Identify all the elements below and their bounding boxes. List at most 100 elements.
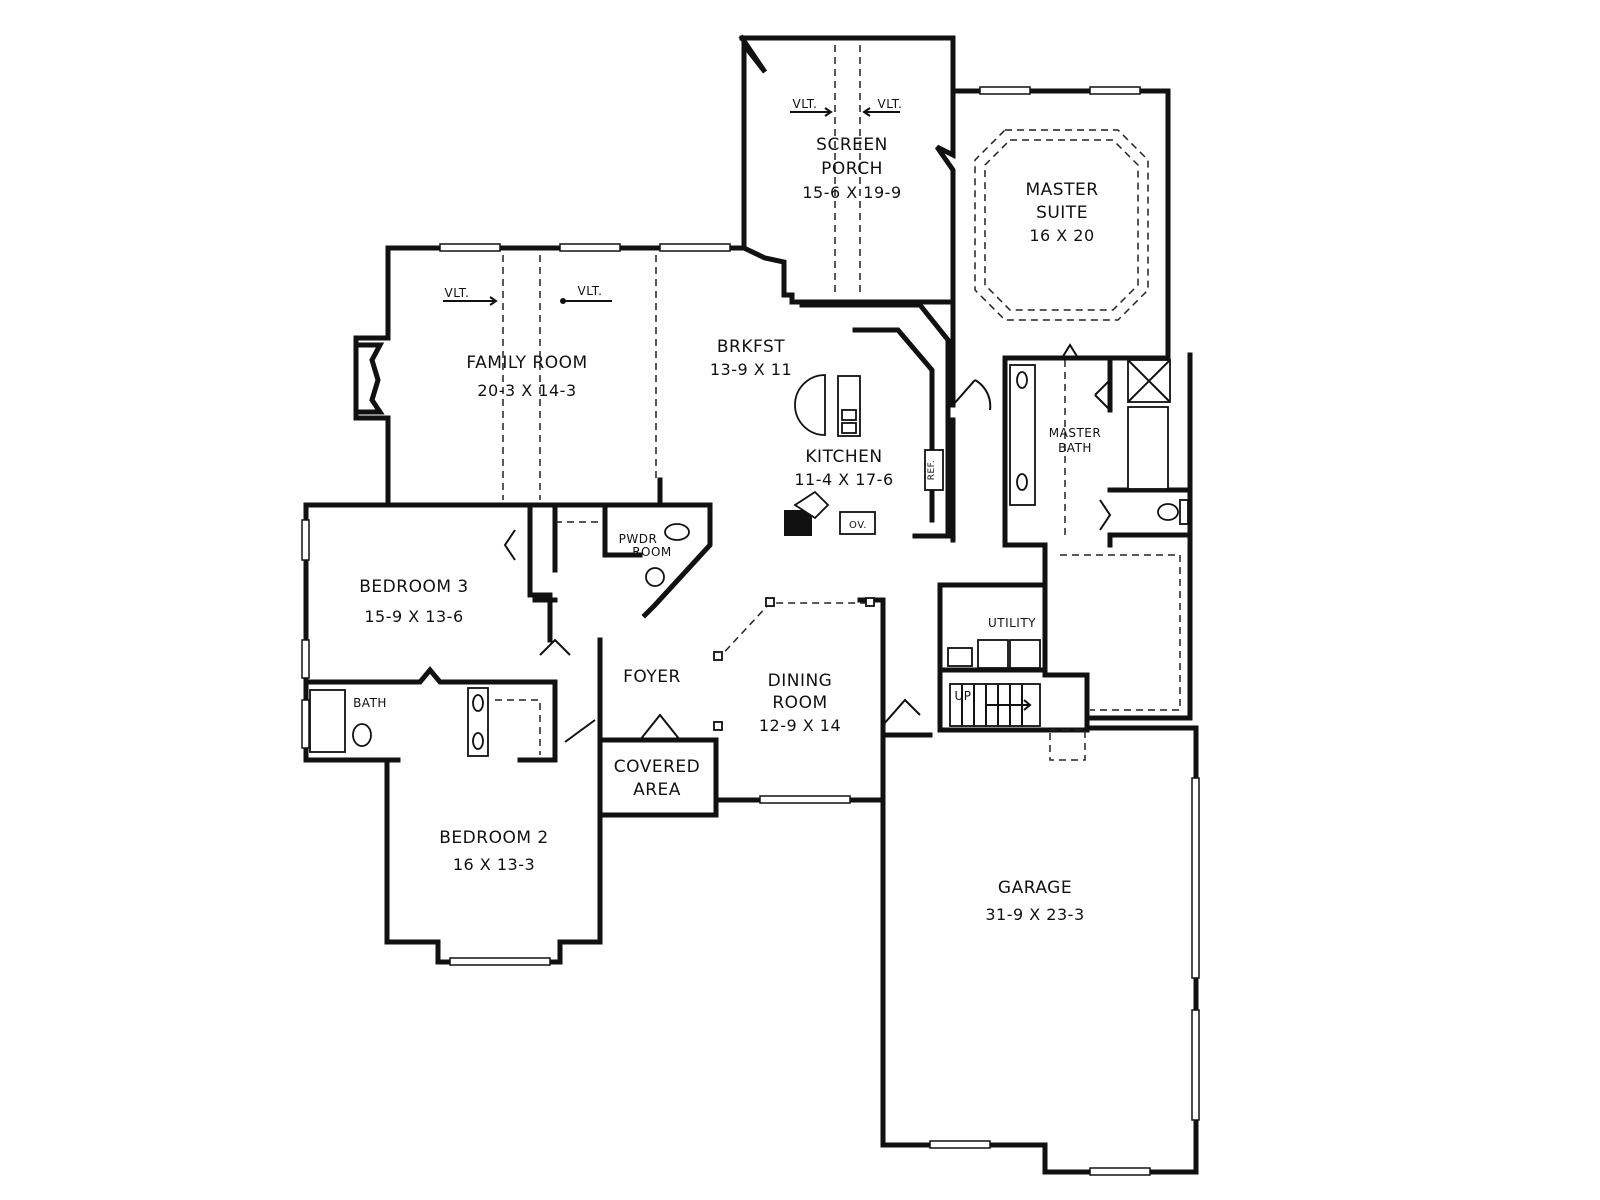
- door-swing: [503, 529, 516, 561]
- refrigerator-label: REF.: [927, 460, 937, 481]
- screen-porch-size: 15-6 X 19-9: [802, 183, 901, 202]
- window: [979, 86, 1031, 95]
- toilet: [664, 523, 690, 541]
- closet-line: [495, 699, 541, 755]
- vault-label: VLT.: [578, 284, 603, 298]
- family-room-label: FAMILY ROOM: [466, 353, 587, 373]
- fixtures: [309, 107, 1189, 761]
- bedroom3-size: 15-9 X 13-6: [364, 607, 463, 626]
- oven-label: OV.: [849, 520, 867, 531]
- garage-walls: [880, 725, 1199, 1175]
- toilet-tank: [1179, 499, 1189, 525]
- bath-label: BATH: [353, 696, 387, 710]
- window: [559, 243, 621, 252]
- covered-area-label-2: AREA: [633, 780, 681, 800]
- post: [865, 597, 875, 607]
- windows: [301, 86, 1200, 1176]
- brkfst-label: BRKFST: [717, 337, 785, 357]
- stair-arrow-head: [1023, 699, 1032, 711]
- tray-ceiling: [974, 129, 1149, 321]
- garage-size: 31-9 X 23-3: [985, 905, 1084, 924]
- tub-surround: [1127, 406, 1169, 490]
- brkfst-size: 13-9 X 11: [710, 360, 792, 379]
- pwdr-room-label: PWDR: [619, 532, 658, 546]
- window: [1191, 777, 1200, 979]
- utility-walls: [937, 542, 1090, 733]
- stairs-up-label: UP: [954, 689, 971, 703]
- garage-label: GARAGE: [998, 878, 1072, 898]
- range-hood: [784, 510, 812, 536]
- window: [439, 243, 501, 252]
- oven: [839, 511, 876, 535]
- family-room-walls: [353, 245, 747, 508]
- walls: [303, 34, 1199, 1175]
- labels: SCREEN PORCH 15-6 X 19-9 MASTER SUITE 16…: [353, 97, 1101, 924]
- bedroom2-label: BEDROOM 2: [439, 828, 548, 848]
- vault-arrow-dot: [560, 298, 566, 304]
- window: [1191, 1009, 1200, 1121]
- post: [765, 597, 775, 607]
- dining-room-label: DINING: [768, 671, 833, 691]
- kitchen-wall: [799, 302, 951, 539]
- window: [1089, 1167, 1151, 1176]
- fireplace: [353, 342, 385, 415]
- dashed-lines: [495, 45, 1181, 755]
- kitchen-island: [794, 374, 826, 436]
- toilet: [1157, 503, 1179, 521]
- cooktop: [793, 490, 830, 520]
- dryer: [1009, 639, 1041, 669]
- window: [929, 1140, 991, 1149]
- shower-x: [1127, 359, 1171, 403]
- screen-porch-label: SCREEN: [816, 135, 888, 155]
- sink-bowl: [841, 422, 857, 434]
- door-swing: [882, 698, 921, 726]
- bedroom2-size: 16 X 13-3: [453, 855, 535, 874]
- sink: [645, 567, 665, 587]
- master-suite-label: MASTER: [1025, 180, 1098, 200]
- door-swing: [639, 713, 681, 741]
- window: [659, 243, 731, 252]
- vault-arrow-head: [489, 296, 498, 306]
- window: [759, 795, 851, 804]
- door-swing: [952, 379, 992, 411]
- bedroom3-closets: [527, 502, 558, 643]
- window: [301, 699, 310, 749]
- utility-label: UTILITY: [988, 616, 1036, 630]
- vault-arrow-head: [862, 107, 871, 117]
- utility-sink: [947, 647, 973, 667]
- master-bath-label-2: BATH: [1058, 441, 1092, 455]
- stairs: [949, 683, 1086, 761]
- vault-label: VLT.: [445, 286, 470, 300]
- master-suite-size: 16 X 20: [1029, 226, 1094, 245]
- kitchen-size: 11-4 X 17-6: [794, 470, 893, 489]
- vault-arrow-head: [824, 107, 833, 117]
- dining-room-label-2: ROOM: [772, 693, 827, 713]
- screen-porch-label-2: PORCH: [821, 159, 883, 179]
- window: [1089, 86, 1141, 95]
- master-bath-label: MASTER: [1049, 426, 1101, 440]
- post: [713, 721, 723, 731]
- door-swing: [1094, 379, 1111, 411]
- bathtub: [309, 689, 346, 753]
- window: [301, 639, 310, 679]
- sink: [1016, 473, 1028, 491]
- closet-line: [1060, 554, 1181, 711]
- foyer-label: FOYER: [623, 667, 681, 687]
- pwdr-room-label-2: ROOM: [632, 545, 672, 559]
- refrigerator: [924, 449, 944, 491]
- vault-label: VLT.: [878, 97, 903, 111]
- door-swing: [539, 638, 571, 656]
- tray-ceiling-inner: [984, 139, 1139, 311]
- bay-window-line: [716, 602, 870, 661]
- right-walls: [1084, 532, 1193, 731]
- dining-room-size: 12-9 X 14: [759, 716, 841, 735]
- window: [301, 519, 310, 561]
- bedroom3-walls: [303, 502, 713, 763]
- door-swing: [1061, 343, 1079, 359]
- kitchen-label: KITCHEN: [805, 447, 882, 467]
- covered-area-label: COVERED: [614, 757, 700, 777]
- door-swing: [1099, 499, 1112, 531]
- post: [713, 651, 723, 661]
- screen-porch-walls: [738, 34, 956, 305]
